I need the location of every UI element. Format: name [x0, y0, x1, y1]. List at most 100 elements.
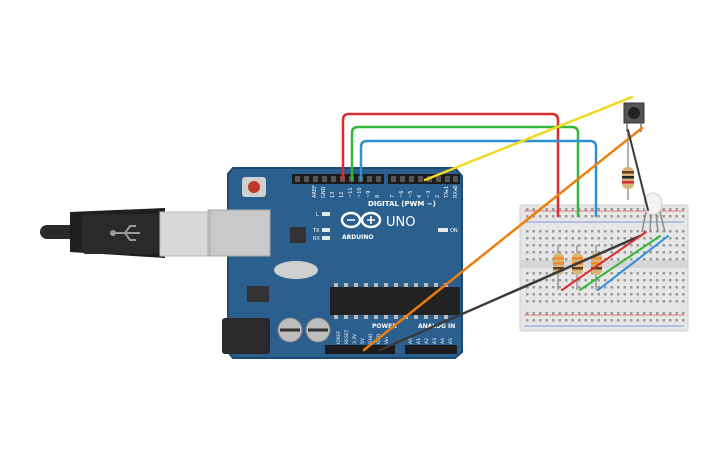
atmega-chip: [330, 287, 460, 315]
breadboard-hole: [623, 237, 626, 240]
breadboard-hole: [682, 319, 685, 322]
breadboard-hole: [656, 312, 659, 315]
breadboard-hole: [526, 300, 529, 303]
breadboard-hole: [656, 258, 659, 261]
wire-red-led[interactable]: [561, 231, 647, 291]
breadboard-hole: [630, 244, 633, 247]
wire-blue-led[interactable]: [597, 235, 669, 291]
breadboard-hole: [584, 208, 587, 211]
pin-label-a5: A5: [448, 338, 454, 344]
breadboard-hole: [591, 251, 594, 254]
breadboard-hole: [649, 237, 652, 240]
breadboard-hole: [630, 258, 633, 261]
breadboard-hole: [571, 230, 574, 233]
breadboard-hole: [558, 208, 561, 211]
breadboard-hole: [649, 251, 652, 254]
breadboard-hole: [597, 293, 600, 296]
wire-black-button[interactable]: [627, 129, 649, 211]
breadboard-hole: [610, 300, 613, 303]
breadboard-hole: [591, 244, 594, 247]
wire-yellow-pin3[interactable]: [423, 95, 634, 182]
breadboard-hole: [584, 230, 587, 233]
breadboard-hole: [610, 237, 613, 240]
pin-label-gnd-1: GND: [368, 333, 374, 344]
breadboard-hole: [617, 237, 620, 240]
breadboard-hole: [617, 279, 620, 282]
breadboard-hole: [558, 286, 561, 289]
breadboard-hole: [630, 230, 633, 233]
breadboard-hole: [623, 293, 626, 296]
breadboard-hole: [578, 237, 581, 240]
breadboard-hole: [630, 300, 633, 303]
breadboard-hole: [617, 312, 620, 315]
breadboard-hole: [630, 208, 633, 211]
pin-label-a3: A3: [432, 338, 438, 344]
breadboard-hole: [532, 244, 535, 247]
breadboard-hole: [662, 258, 665, 261]
wire-red-pin12[interactable]: [341, 112, 560, 218]
breadboard-hole: [662, 286, 665, 289]
breadboard-hole: [584, 312, 587, 315]
breadboard-hole: [656, 319, 659, 322]
breadboard-hole: [604, 286, 607, 289]
breadboard-hole: [636, 286, 639, 289]
breadboard-hole: [591, 230, 594, 233]
breadboard-hole: [623, 319, 626, 322]
breadboard-hole: [584, 215, 587, 218]
led-tx-label: TX: [312, 228, 320, 234]
breadboard-hole: [597, 286, 600, 289]
breadboard-hole: [565, 312, 568, 315]
breadboard-hole: [552, 208, 555, 211]
breadboard-hole: [682, 293, 685, 296]
breadboard-hole: [617, 286, 620, 289]
breadboard-hole: [675, 215, 678, 218]
pin-label-a0: A0: [408, 338, 414, 344]
push-button[interactable]: [623, 102, 645, 132]
breadboard-hole: [552, 300, 555, 303]
breadboard-hole: [545, 293, 548, 296]
breadboard-hole: [545, 230, 548, 233]
breadboard-hole: [604, 237, 607, 240]
breadboard-hole: [526, 293, 529, 296]
breadboard-hole: [532, 272, 535, 275]
breadboard-hole: [636, 279, 639, 282]
pin-label-a2: A2: [424, 338, 430, 344]
reset-button[interactable]: [248, 181, 260, 193]
wire-orange-5v[interactable]: [362, 126, 644, 352]
breadboard-hole: [636, 215, 639, 218]
breadboard-hole: [539, 244, 542, 247]
wire-green-pin11[interactable]: [350, 125, 580, 218]
breadboard-hole: [565, 300, 568, 303]
wire-green-led[interactable]: [579, 235, 661, 291]
breadboard-hole: [630, 293, 633, 296]
breadboard-hole: [636, 208, 639, 211]
breadboard-hole: [597, 244, 600, 247]
breadboard-hole: [552, 319, 555, 322]
breadboard-hole: [675, 237, 678, 240]
breadboard-hole: [526, 208, 529, 211]
breadboard-hole: [558, 215, 561, 218]
wire-black-gnd[interactable]: [378, 234, 642, 352]
breadboard-hole: [597, 251, 600, 254]
wire-blue-pin10[interactable]: [359, 139, 598, 218]
arduino-logo: [340, 211, 382, 229]
breadboard-hole: [656, 293, 659, 296]
pin-label-rx: RX◂0: [453, 185, 459, 198]
breadboard-hole: [565, 272, 568, 275]
breadboard-hole: [565, 293, 568, 296]
breadboard-hole: [682, 300, 685, 303]
breadboard-hole: [591, 312, 594, 315]
breadboard: [519, 204, 689, 332]
breadboard-hole: [682, 215, 685, 218]
breadboard-hole: [545, 279, 548, 282]
header-top-right: [388, 174, 460, 184]
breadboard-hole: [545, 258, 548, 261]
breadboard-hole: [558, 312, 561, 315]
breadboard-hole: [597, 279, 600, 282]
breadboard-hole: [539, 272, 542, 275]
breadboard-hole: [630, 237, 633, 240]
breadboard-hole: [630, 286, 633, 289]
breadboard-hole: [526, 272, 529, 275]
breadboard-hole: [630, 215, 633, 218]
breadboard-hole: [552, 230, 555, 233]
